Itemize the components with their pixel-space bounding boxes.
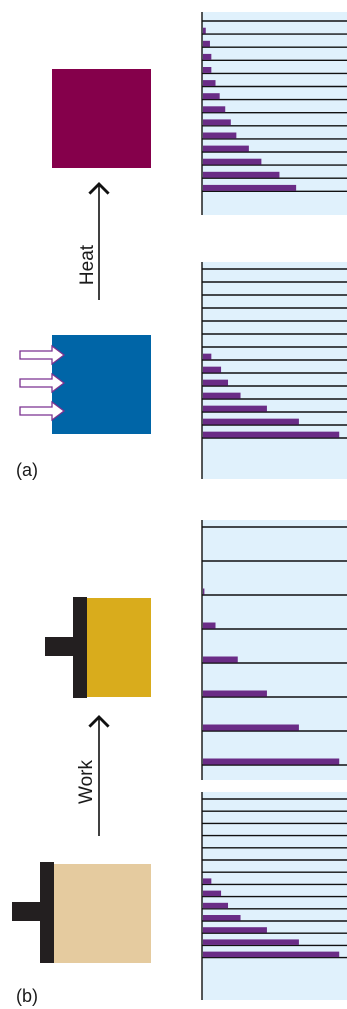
part-a-label: (a) [16, 460, 38, 480]
population-bar [203, 158, 262, 165]
energy-levels-a-top [201, 12, 347, 215]
population-bar [203, 951, 340, 958]
population-bar [203, 915, 241, 921]
population-bar [203, 353, 212, 360]
population-bar [203, 392, 241, 399]
population-bar [203, 927, 267, 933]
population-bar [203, 145, 249, 152]
population-bar [203, 878, 212, 884]
population-bar [203, 27, 206, 34]
compressed-gas-block [85, 598, 151, 697]
part-b-label: (b) [16, 986, 38, 1006]
energy-levels-a-bottom [201, 262, 347, 479]
heat-label: Heat [77, 244, 98, 286]
population-bar [203, 588, 205, 595]
population-bar [203, 379, 229, 386]
energy-levels-b-bottom [201, 792, 347, 1000]
cold-block [52, 335, 151, 434]
population-bar [203, 622, 216, 629]
population-bar [203, 119, 231, 126]
panel-background [202, 12, 347, 215]
work-label: Work [76, 760, 97, 804]
panel-background [202, 520, 347, 780]
hollow-arrow-icon [19, 400, 66, 422]
piston-compressed [45, 597, 87, 698]
population-bar [203, 690, 267, 697]
hot-block [52, 69, 151, 168]
hollow-arrow-icon [19, 372, 66, 394]
piston-expanded [12, 862, 54, 963]
population-bar [203, 418, 299, 425]
population-bar [203, 93, 220, 100]
population-bar [203, 184, 297, 191]
population-bar [203, 53, 212, 60]
population-bar [203, 939, 299, 945]
hollow-arrow-icon [19, 344, 66, 366]
population-bar [203, 405, 267, 412]
population-bar [203, 902, 229, 909]
population-bar [203, 724, 299, 731]
population-bar [203, 106, 226, 113]
population-bar [203, 40, 210, 47]
population-bar [203, 80, 216, 86]
population-bar [203, 366, 222, 373]
population-bar [203, 431, 340, 438]
population-bar [203, 67, 212, 73]
energy-levels-b-top [201, 520, 347, 780]
population-bar [203, 890, 222, 897]
population-bar [203, 656, 238, 663]
population-bar [203, 132, 237, 139]
expanded-gas-block [52, 864, 151, 963]
panel-background [202, 262, 347, 479]
population-bar [203, 758, 340, 765]
heat-input-arrows [19, 344, 66, 422]
population-bar [203, 171, 280, 178]
